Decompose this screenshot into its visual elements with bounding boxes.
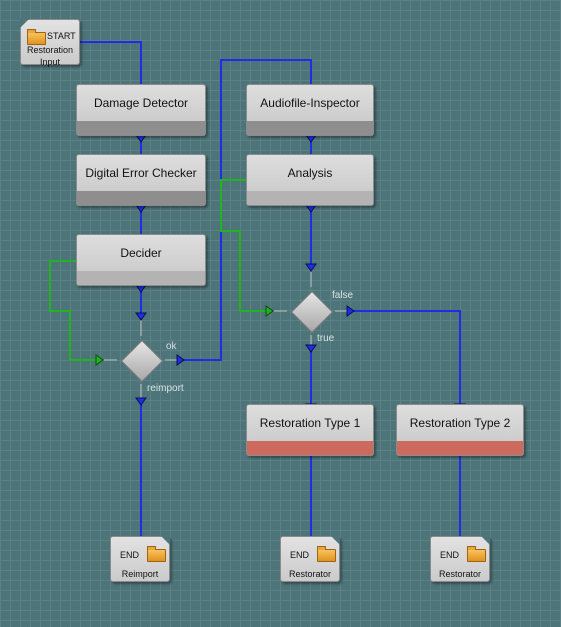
- start-terminal[interactable]: START Restoration Input: [20, 19, 80, 67]
- end-keyword: END: [440, 550, 460, 560]
- node-label: Analysis: [287, 166, 333, 180]
- wire-start-to-damage-detector: [80, 41, 142, 84]
- start-label: Restoration Input: [26, 45, 74, 67]
- port-gate1-loop-out: [95, 354, 104, 366]
- decider-node[interactable]: Decider: [76, 234, 206, 286]
- node-label: Decider: [120, 246, 162, 260]
- branch-label-false: false: [332, 290, 354, 301]
- port-decider-out: [135, 284, 147, 293]
- port-gate2-false-out: [346, 305, 355, 317]
- end-keyword: END: [120, 550, 140, 560]
- port-gate1-in: [135, 312, 147, 321]
- port-gate1-ok-out: [176, 354, 185, 366]
- port-gate2-true-out: [305, 344, 317, 353]
- start-keyword: START: [47, 31, 76, 41]
- end-terminal-restorator-2[interactable]: END Restorator: [430, 536, 490, 582]
- node-label: Restoration Type 1: [259, 416, 361, 430]
- folder-icon: [27, 29, 46, 45]
- port-gate2-loop-out: [265, 305, 274, 317]
- node-footer: [77, 271, 205, 285]
- end-label: Reimport: [121, 569, 159, 579]
- folder-icon: [147, 546, 166, 562]
- end-label: Restorator: [288, 569, 332, 579]
- port-inspector-out: [305, 134, 317, 143]
- port-error-checker-out: [135, 204, 147, 213]
- branch-label-reimport: reimport: [147, 383, 184, 394]
- node-footer: [397, 441, 523, 455]
- port-gate1-reimport-out: [135, 397, 147, 406]
- port-gate2-in: [305, 263, 317, 272]
- restoration-type-1-node[interactable]: Restoration Type 1: [246, 404, 374, 456]
- wire-gate-ok-to-audiofile-inspector: [180, 59, 312, 361]
- node-footer: [77, 121, 205, 135]
- end-keyword: END: [290, 550, 310, 560]
- node-footer: [247, 191, 373, 205]
- node-label: Digital Error Checker: [85, 166, 197, 180]
- node-footer: [247, 121, 373, 135]
- node-label: Restoration Type 2: [409, 416, 511, 430]
- end-terminal-reimport[interactable]: END Reimport: [110, 536, 170, 582]
- folder-icon: [467, 546, 486, 562]
- wire-analysis-loop: [220, 179, 272, 312]
- folder-icon: [317, 546, 336, 562]
- wire-gate-false-to-restoration-2: [350, 310, 461, 404]
- digital-error-checker-node[interactable]: Digital Error Checker: [76, 154, 206, 206]
- analysis-node[interactable]: Analysis: [246, 154, 374, 206]
- port-analysis-out: [305, 204, 317, 213]
- damage-detector-node[interactable]: Damage Detector: [76, 84, 206, 136]
- restoration-type-2-node[interactable]: Restoration Type 2: [396, 404, 524, 456]
- node-footer: [77, 191, 205, 205]
- port-damage-detector-out: [135, 134, 147, 143]
- node-footer: [247, 441, 373, 455]
- end-label: Restorator: [438, 569, 482, 579]
- branch-label-true: true: [317, 333, 335, 344]
- node-label: Audiofile-Inspector: [260, 96, 360, 110]
- node-label: Damage Detector: [93, 96, 189, 110]
- branch-label-ok: ok: [166, 341, 177, 352]
- wire-decider-loop: [49, 260, 102, 361]
- end-terminal-restorator-1[interactable]: END Restorator: [280, 536, 340, 582]
- audiofile-inspector-node[interactable]: Audiofile-Inspector: [246, 84, 374, 136]
